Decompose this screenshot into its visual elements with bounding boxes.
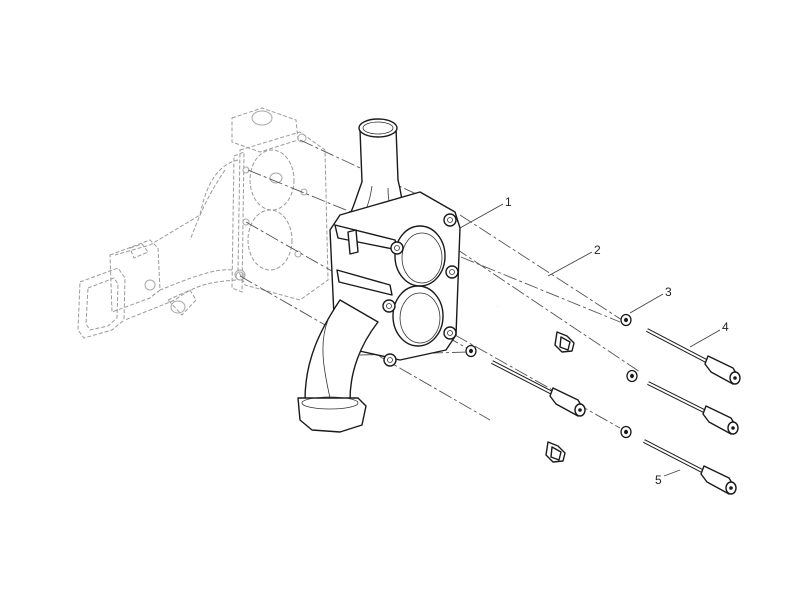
engine-block-ghost	[77, 107, 329, 339]
stud-bolt-middle-left[interactable]	[491, 360, 586, 417]
flange-bolt-lower[interactable]	[491, 417, 566, 463]
water-pump-housing[interactable]	[297, 118, 461, 433]
flange-bolt-upper[interactable]	[497, 305, 575, 353]
washer-right-lower[interactable]	[620, 425, 632, 439]
callout-5: 5	[655, 473, 662, 487]
leader-lines	[459, 203, 721, 477]
washer-3[interactable]	[620, 313, 632, 327]
callout-2: 2	[594, 243, 601, 257]
stud-bolt-right-middle[interactable]	[647, 381, 739, 435]
washer-right-middle[interactable]	[626, 369, 638, 383]
stud-bolt-5[interactable]	[643, 439, 737, 495]
washer-left[interactable]	[465, 344, 477, 358]
callout-4: 4	[722, 320, 729, 334]
callout-3: 3	[665, 285, 672, 299]
stud-bolt-4[interactable]	[646, 328, 741, 385]
callout-1: 1	[505, 195, 512, 209]
